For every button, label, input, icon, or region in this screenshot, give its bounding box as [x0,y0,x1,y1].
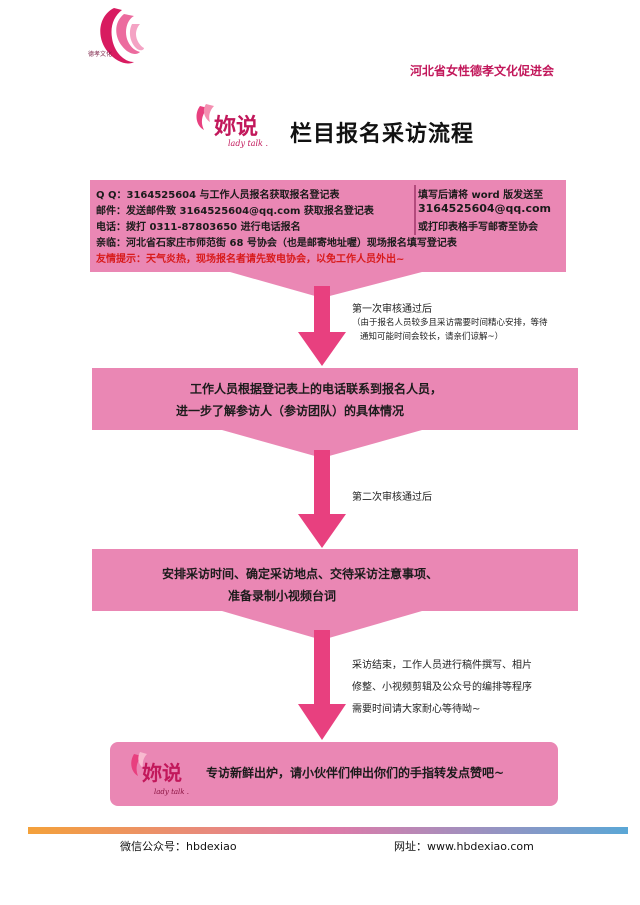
arrow-down-icon [298,630,346,740]
publish-step-text: 专访新鲜出炉，请小伙伴们伸出你们的手指转发点赞吧~ [206,766,505,780]
review-1-note-1: （由于报名人员较多且采访需要时间精心安排，等待 [352,318,548,328]
publish-step-box: 妳说 lady talk . 专访新鲜出炉，请小伙伴们伸出你们的手指转发点赞吧~ [110,742,558,806]
side-note-email: 3164525604@qq.com [418,202,552,215]
contact-step-line-1: 工作人员根据登记表上的电话联系到报名人员， [190,382,443,396]
step4-brand: 妳说 [142,761,182,785]
schedule-step-box: 安排采访时间、确定采访地点、交待采访注意事项、 准备录制小视频台词 [92,549,578,611]
logo-text: 德孝文化 [88,50,112,58]
title-brand-sub: lady talk . [228,139,268,148]
contact-step-line-2: 进一步了解参访人（参访团队）的具体情况 [176,404,405,418]
schedule-step-line-2: 准备录制小视频台词 [228,589,337,603]
side-note-1: 填写后请将 word 版发送至 [418,190,544,201]
review-1-title: 第一次审核通过后 [352,304,432,315]
side-divider [414,185,416,235]
lady-talk-logo: 妳说 lady talk . [128,746,204,798]
footer-website[interactable]: 网址：www.hbdexiao.com [394,840,534,853]
email-method: 邮件：发送邮件致 3164525604@qq.com 获取报名登记表 [96,206,374,217]
lady-talk-title-logo: 妳说 lady talk . [192,100,288,148]
footer-wechat: 微信公众号：hbdexiao [120,840,237,853]
review-1-note-2: 通知可能时间会较长，请亲们谅解~） [360,332,504,342]
arrow-down-icon [298,450,346,548]
organization-name: 河北省女性德孝文化促进会 [410,64,555,78]
step4-brand-sub: lady talk . [154,788,189,796]
funnel-3 [222,611,422,640]
phone-method: 电话：拨打 0311-87803650 进行电话报名 [96,222,301,233]
arrow-down-icon [298,286,346,366]
contact-step-box: 工作人员根据登记表上的电话联系到报名人员， 进一步了解参访人（参访团队）的具体情… [92,368,578,430]
qq-method: Q Q：3164525604 与工作人员报名获取报名登记表 [96,190,340,201]
side-note-2: 或打印表格手写邮寄至协会 [418,222,538,233]
flow-connectors [222,272,422,740]
page-title: 栏目报名采访流程 [290,122,475,147]
registration-methods-box: Q Q：3164525604 与工作人员报名获取报名登记表 邮件：发送邮件致 3… [90,180,566,272]
after-note-2: 修整、小视频剪辑及公众号的编排等程序 [352,682,532,693]
funnel-2 [222,430,422,458]
title-brand: 妳说 [214,114,258,140]
schedule-step-line-1: 安排采访时间、确定采访地点、交待采访注意事项、 [162,567,439,581]
after-note-3: 需要时间请大家耐心等待呦~ [352,704,481,715]
after-note-1: 采访结束，工作人员进行稿件撰写、相片 [352,660,532,671]
friendly-tip: 友情提示：天气炎热，现场报名者请先致电协会，以免工作人员外出~ [96,254,405,265]
footer-gradient-bar [28,827,628,834]
review-2-title: 第二次审核通过后 [352,492,432,503]
funnel-1 [230,272,422,298]
visit-method: 亲临：河北省石家庄市师范街 68 号协会（也是邮寄地址喔）现场报名填写登记表 [96,238,457,249]
organization-logo: 德孝文化 [84,4,148,80]
